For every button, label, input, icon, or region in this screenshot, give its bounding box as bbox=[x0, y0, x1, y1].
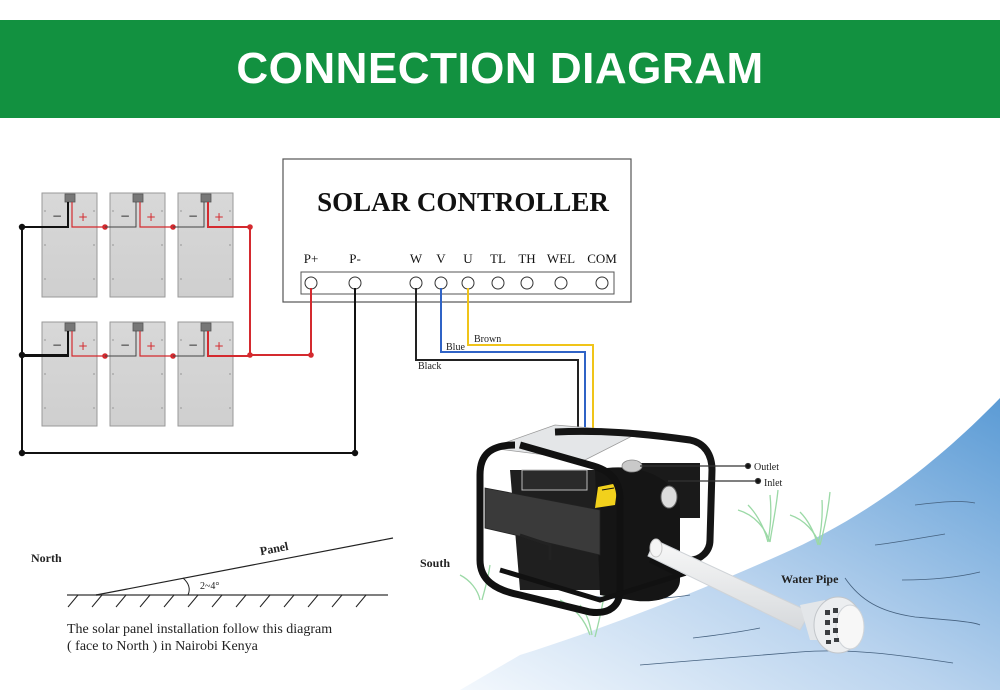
terminal-strip bbox=[300, 271, 615, 295]
solar-panel: −+ bbox=[105, 321, 176, 427]
plus-terminal-symbol: + bbox=[214, 339, 224, 353]
page-title: CONNECTION DIAGRAM bbox=[236, 44, 764, 93]
panel-line bbox=[95, 537, 394, 596]
foot-valve-strainer bbox=[813, 596, 865, 654]
terminal-label: V bbox=[436, 251, 446, 266]
terminal-label: U bbox=[463, 251, 473, 266]
terminal-screw bbox=[554, 276, 568, 290]
bus-junction-dots bbox=[18, 223, 359, 457]
solar-controller-title: SOLAR CONTROLLER bbox=[317, 187, 609, 217]
terminal-label: P+ bbox=[304, 251, 319, 266]
terminal-label: TL bbox=[490, 251, 506, 266]
water-pipe-label: Water Pipe bbox=[781, 572, 839, 586]
hatch-mark bbox=[211, 594, 223, 608]
angle-arc bbox=[182, 577, 190, 596]
plus-terminal-symbol: + bbox=[146, 210, 156, 224]
header-banner: CONNECTION DIAGRAM bbox=[0, 20, 1000, 118]
plus-terminal-symbol: + bbox=[78, 339, 88, 353]
motor-wires bbox=[415, 288, 594, 432]
minus-terminal-symbol: − bbox=[120, 209, 130, 223]
terminal-screw bbox=[491, 276, 505, 290]
wire-label-blue: Blue bbox=[446, 342, 465, 353]
water-pipe bbox=[647, 538, 865, 654]
south-label: South bbox=[420, 556, 450, 570]
hatch-mark bbox=[235, 594, 247, 608]
solar-panel: −+ bbox=[173, 321, 250, 427]
hatch-mark bbox=[67, 594, 79, 608]
junction-box-icon bbox=[200, 193, 212, 203]
solar-pump bbox=[476, 424, 716, 617]
wire-blue bbox=[440, 288, 586, 432]
installation-note-line1: The solar panel installation follow this… bbox=[67, 622, 332, 637]
hatch-mark bbox=[139, 594, 151, 608]
inlet-label: Inlet bbox=[764, 478, 783, 489]
terminal-label: TH bbox=[518, 251, 535, 266]
plus-terminal-symbol: + bbox=[146, 339, 156, 353]
installation-note-line2: ( face to North ) in Nairobi Kenya bbox=[67, 639, 259, 654]
hatch-mark bbox=[331, 594, 343, 608]
terminal-tl: TL bbox=[490, 251, 506, 290]
hatch-mark bbox=[307, 594, 319, 608]
hatch-mark bbox=[283, 594, 295, 608]
pump-leaders bbox=[640, 462, 762, 485]
wire-brown bbox=[467, 288, 594, 432]
terminal-wel: WEL bbox=[547, 251, 575, 290]
terminal-label: W bbox=[410, 251, 423, 266]
terminal-pplus: P+ bbox=[304, 251, 319, 290]
water-body bbox=[460, 398, 1000, 690]
terminal-u: U bbox=[461, 251, 475, 290]
minus-terminal-symbol: − bbox=[52, 338, 62, 352]
hatch-mark bbox=[115, 594, 127, 608]
minus-terminal-symbol: − bbox=[52, 209, 62, 223]
terminal-screw bbox=[595, 276, 609, 290]
junction-box-icon bbox=[132, 193, 144, 203]
ground-hatching bbox=[67, 594, 367, 608]
minus-terminal-symbol: − bbox=[120, 338, 130, 352]
solar-panel: −+ bbox=[22, 321, 108, 427]
junction-box-icon bbox=[132, 322, 144, 332]
solar-panel: −+ bbox=[22, 192, 108, 298]
terminal-th: TH bbox=[518, 251, 536, 290]
north-label: North bbox=[31, 551, 62, 565]
grass bbox=[459, 489, 831, 638]
hatch-mark bbox=[187, 594, 199, 608]
junction-box-icon bbox=[200, 322, 212, 332]
terminal-pminus: P- bbox=[348, 251, 362, 290]
outlet-label: Outlet bbox=[754, 462, 779, 473]
junction-box-icon bbox=[64, 322, 76, 332]
hatch-mark bbox=[163, 594, 175, 608]
terminal-screw bbox=[461, 276, 475, 290]
solar-panel: −+ bbox=[105, 192, 176, 298]
panel-label: Panel bbox=[259, 539, 290, 558]
installation-diagram bbox=[67, 537, 394, 608]
wire-label-black: Black bbox=[418, 361, 441, 372]
terminal-label: P- bbox=[349, 251, 361, 266]
terminal-w: W bbox=[409, 251, 423, 290]
hatch-mark bbox=[91, 594, 103, 608]
terminal-screw bbox=[348, 276, 362, 290]
junction-box-icon bbox=[64, 193, 76, 203]
solar-array: −+−+−+−+−+−+ bbox=[22, 192, 250, 427]
solar-panel: −+ bbox=[173, 192, 250, 298]
wire-label-brown: Brown bbox=[474, 334, 501, 345]
terminal-com: COM bbox=[587, 251, 617, 290]
hatch-mark bbox=[355, 594, 367, 608]
minus-terminal-symbol: − bbox=[188, 338, 198, 352]
angle-label: 2~4° bbox=[200, 581, 219, 592]
positive-junction-dots bbox=[247, 224, 314, 358]
plus-terminal-symbol: + bbox=[214, 210, 224, 224]
plus-terminal-symbol: + bbox=[78, 210, 88, 224]
terminal-screw bbox=[409, 276, 423, 290]
terminal-label: WEL bbox=[547, 251, 575, 266]
terminal-screw bbox=[434, 276, 448, 290]
terminal-screw bbox=[304, 276, 318, 290]
hatch-mark bbox=[259, 594, 271, 608]
terminal-label: COM bbox=[587, 251, 617, 266]
terminal-screw bbox=[520, 276, 534, 290]
wire-black bbox=[415, 288, 579, 432]
minus-terminal-symbol: − bbox=[188, 209, 198, 223]
